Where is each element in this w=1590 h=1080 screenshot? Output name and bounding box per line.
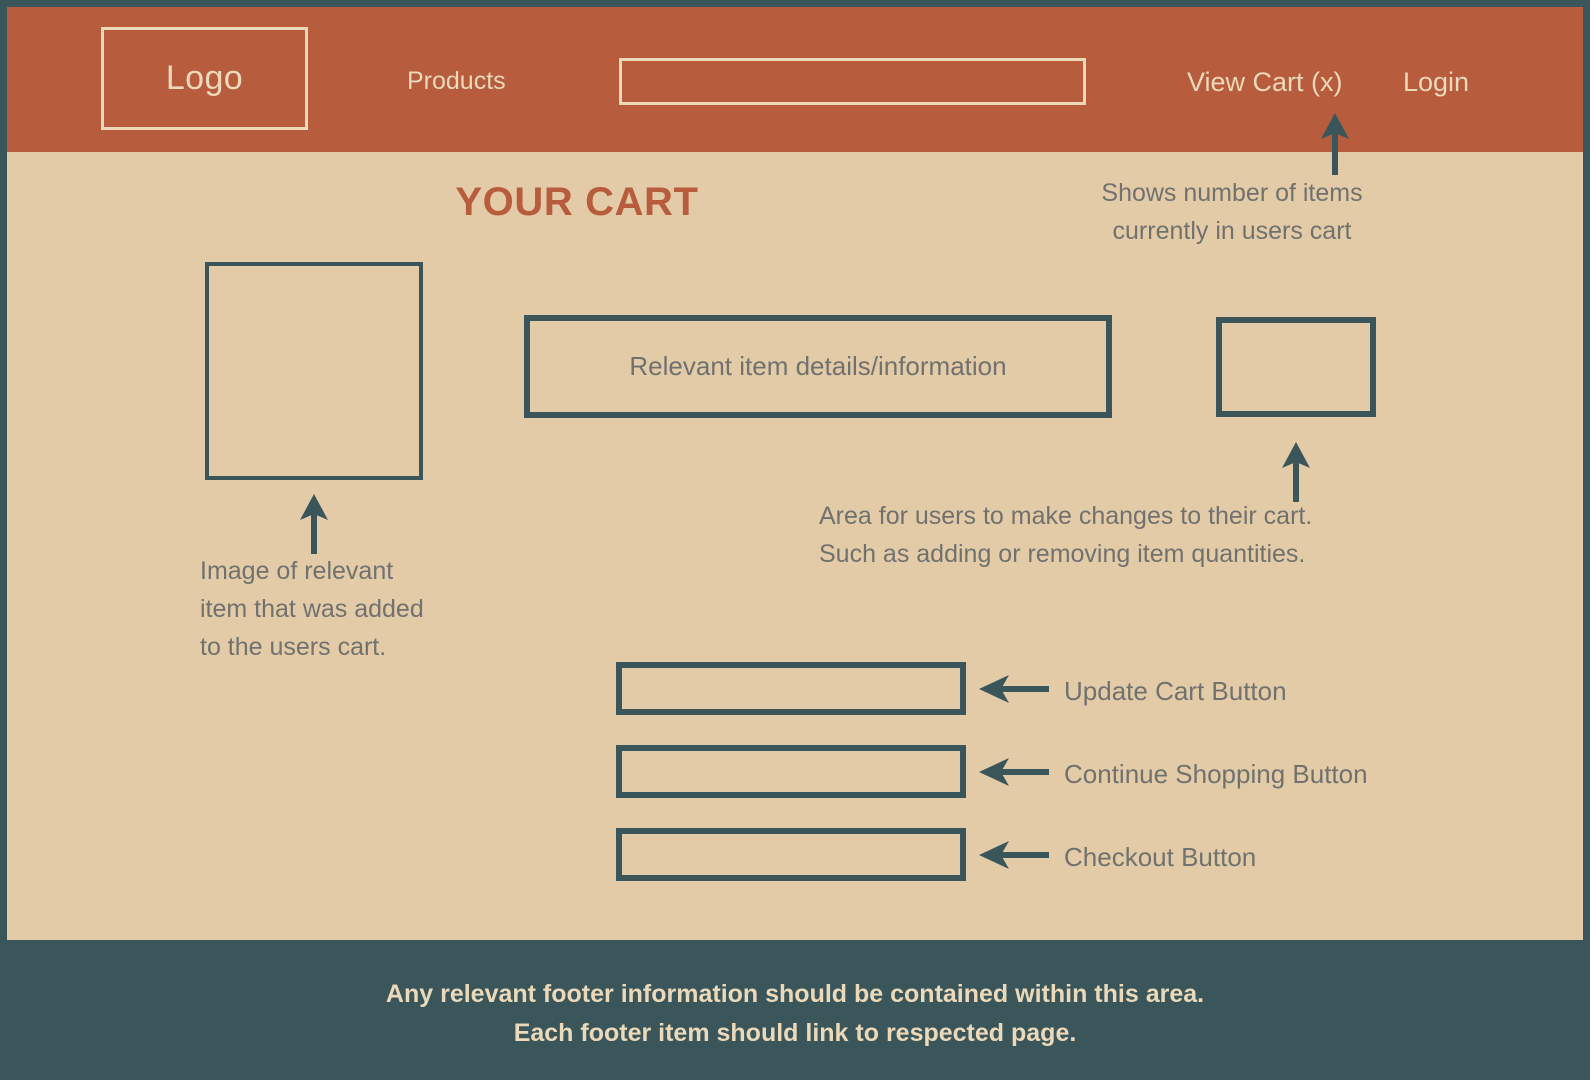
item-details-label: Relevant item details/information [629, 351, 1007, 381]
arrow-up-icon-quantity [1282, 442, 1310, 502]
continue-shopping-button[interactable] [616, 745, 966, 798]
annotation-item-image: Image of relevant item that was added to… [200, 557, 424, 661]
nav-link-products[interactable]: Products [407, 67, 506, 95]
arrow-left-icon-checkout [979, 841, 1049, 869]
arrow-left-icon-continue-shopping [979, 758, 1049, 786]
logo-placeholder[interactable]: Logo [101, 27, 308, 130]
update-cart-button[interactable] [616, 662, 966, 715]
arrow-up-icon-image [300, 494, 328, 554]
nav-link-login[interactable]: Login [1403, 67, 1470, 97]
page-title: YOUR CART [455, 180, 699, 224]
annotation-update-cart-button: Update Cart Button [1064, 676, 1287, 706]
nav-link-view-cart[interactable]: View Cart (x) [1187, 67, 1343, 97]
checkout-button[interactable] [616, 828, 966, 881]
annotation-checkout-button: Checkout Button [1064, 842, 1257, 872]
main-content: YOUR CART Shows number of items currentl… [7, 152, 1583, 940]
item-image-placeholder [205, 262, 423, 480]
item-details-placeholder: Relevant item details/information [524, 315, 1112, 418]
site-header: Logo Products View Cart (x) Login [7, 7, 1583, 152]
site-footer: Any relevant footer information should b… [7, 940, 1583, 1073]
footer-line-2: Each footer item should link to respecte… [513, 1018, 1077, 1047]
annotation-continue-shopping-button: Continue Shopping Button [1064, 759, 1368, 789]
arrow-up-icon-view-cart [1321, 113, 1349, 175]
arrow-left-icon-update-cart [979, 675, 1049, 703]
quantity-edit-placeholder[interactable] [1216, 317, 1376, 417]
search-input[interactable] [619, 58, 1086, 105]
logo-label: Logo [165, 59, 244, 97]
footer-line-1: Any relevant footer information should b… [385, 979, 1205, 1008]
annotation-quantity-area: Area for users to make changes to their … [819, 502, 1313, 568]
annotation-cart-count: Shows number of items currently in users… [1101, 179, 1363, 245]
